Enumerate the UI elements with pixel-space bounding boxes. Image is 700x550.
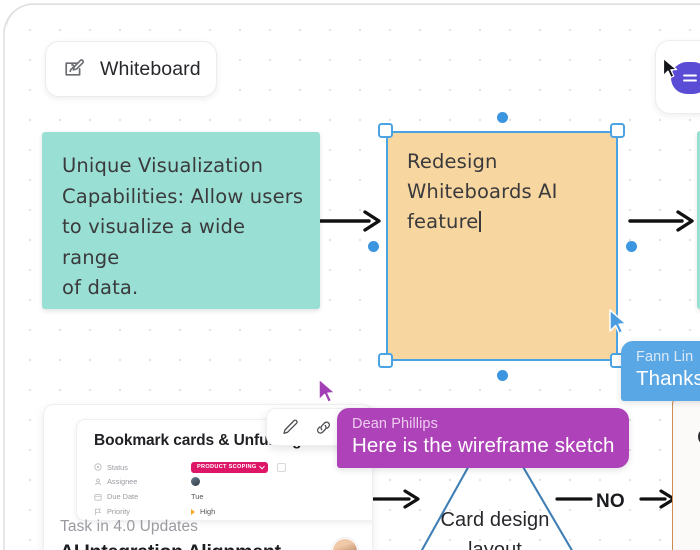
sticky-note-orange-text: Redesign Whiteboards AI feature bbox=[407, 147, 608, 237]
task-property-row[interactable]: Priority High bbox=[94, 507, 215, 516]
task-property-value bbox=[191, 477, 200, 486]
sticky-note-green-text: Unique Visualization Capabilities: Allow… bbox=[62, 154, 304, 299]
task-card-avatar[interactable] bbox=[332, 538, 358, 550]
whiteboard-pen-icon bbox=[63, 57, 87, 81]
task-property-value: PRODUCT SCOPING bbox=[191, 462, 286, 473]
resize-handle-top-left[interactable] bbox=[378, 123, 393, 138]
task-property-row[interactable]: Status PRODUCT SCOPING bbox=[94, 462, 286, 473]
sticky-note-green[interactable]: Unique Visualization Capabilities: Allow… bbox=[42, 132, 320, 309]
collaborator-message: Thanks D bbox=[636, 367, 700, 390]
task-property-label: Status bbox=[107, 462, 128, 472]
orange-bordered-card[interactable]: C bbox=[672, 398, 700, 550]
connector-arrow-into-decision bbox=[367, 489, 420, 509]
calendar-icon bbox=[94, 493, 102, 501]
collaborator-name: Dean Phillips bbox=[352, 416, 438, 432]
connect-dot-bottom[interactable] bbox=[497, 370, 508, 381]
collaborator-bubble-dean[interactable]: Dean Phillips Here is the wireframe sket… bbox=[337, 408, 629, 468]
whiteboard-canvas[interactable]: Card design layout NO Unique Visualizati… bbox=[6, 4, 700, 550]
task-property-row[interactable]: Assignee bbox=[94, 477, 200, 486]
collaborator-name: Fann Lin bbox=[636, 349, 694, 365]
whiteboard-title-label: Whiteboard bbox=[100, 57, 201, 80]
task-property-label: Due Date bbox=[107, 492, 139, 501]
collaborator-message: Here is the wireframe sketch bbox=[352, 434, 615, 457]
connect-dot-left[interactable] bbox=[368, 241, 379, 252]
decision-label: Card design layout bbox=[440, 509, 550, 550]
priority-value: High bbox=[200, 507, 216, 516]
resize-handle-top-right[interactable] bbox=[610, 123, 625, 138]
checkbox-icon[interactable] bbox=[276, 462, 286, 472]
task-card-subtitle: Task in 4.0 Updates bbox=[60, 518, 199, 535]
person-icon bbox=[94, 478, 102, 486]
flag-icon bbox=[94, 508, 102, 516]
status-badge[interactable]: PRODUCT SCOPING bbox=[191, 462, 268, 473]
whiteboard-title-chip[interactable]: Whiteboard bbox=[45, 41, 217, 97]
connect-dot-top[interactable] bbox=[497, 112, 508, 123]
text-caret bbox=[479, 211, 482, 232]
cursor-pointer-dean bbox=[318, 378, 336, 404]
link-icon[interactable] bbox=[314, 418, 333, 437]
purple-pill-button[interactable] bbox=[671, 62, 700, 94]
task-property-label: Priority bbox=[107, 507, 130, 516]
canvas-left-mask bbox=[0, 0, 7, 550]
avatar[interactable] bbox=[191, 477, 200, 486]
priority-flag-icon bbox=[191, 508, 195, 515]
pencil-icon[interactable] bbox=[281, 418, 300, 437]
sticky-note-orange-selected[interactable]: Redesign Whiteboards AI feature bbox=[386, 131, 618, 361]
task-property-value: Tue bbox=[191, 492, 204, 501]
task-property-value: High bbox=[191, 507, 215, 516]
connector-arrow-orange-to-right bbox=[628, 210, 694, 232]
task-property-row[interactable]: Due Date Tue bbox=[94, 492, 203, 501]
connector-arrow-green-to-orange bbox=[317, 210, 381, 232]
no-branch-label: NO bbox=[596, 491, 625, 512]
sticky-note-orange-text-value: Redesign Whiteboards AI feature bbox=[407, 150, 558, 233]
collaborator-bubble-fann[interactable]: Fann Lin Thanks D bbox=[621, 341, 700, 401]
circle-icon bbox=[94, 463, 102, 472]
task-property-label: Assignee bbox=[107, 477, 138, 486]
task-card-title: AI Integration Alignment bbox=[60, 541, 281, 550]
resize-handle-bottom-left[interactable] bbox=[378, 353, 393, 368]
connect-dot-right[interactable] bbox=[626, 241, 637, 252]
